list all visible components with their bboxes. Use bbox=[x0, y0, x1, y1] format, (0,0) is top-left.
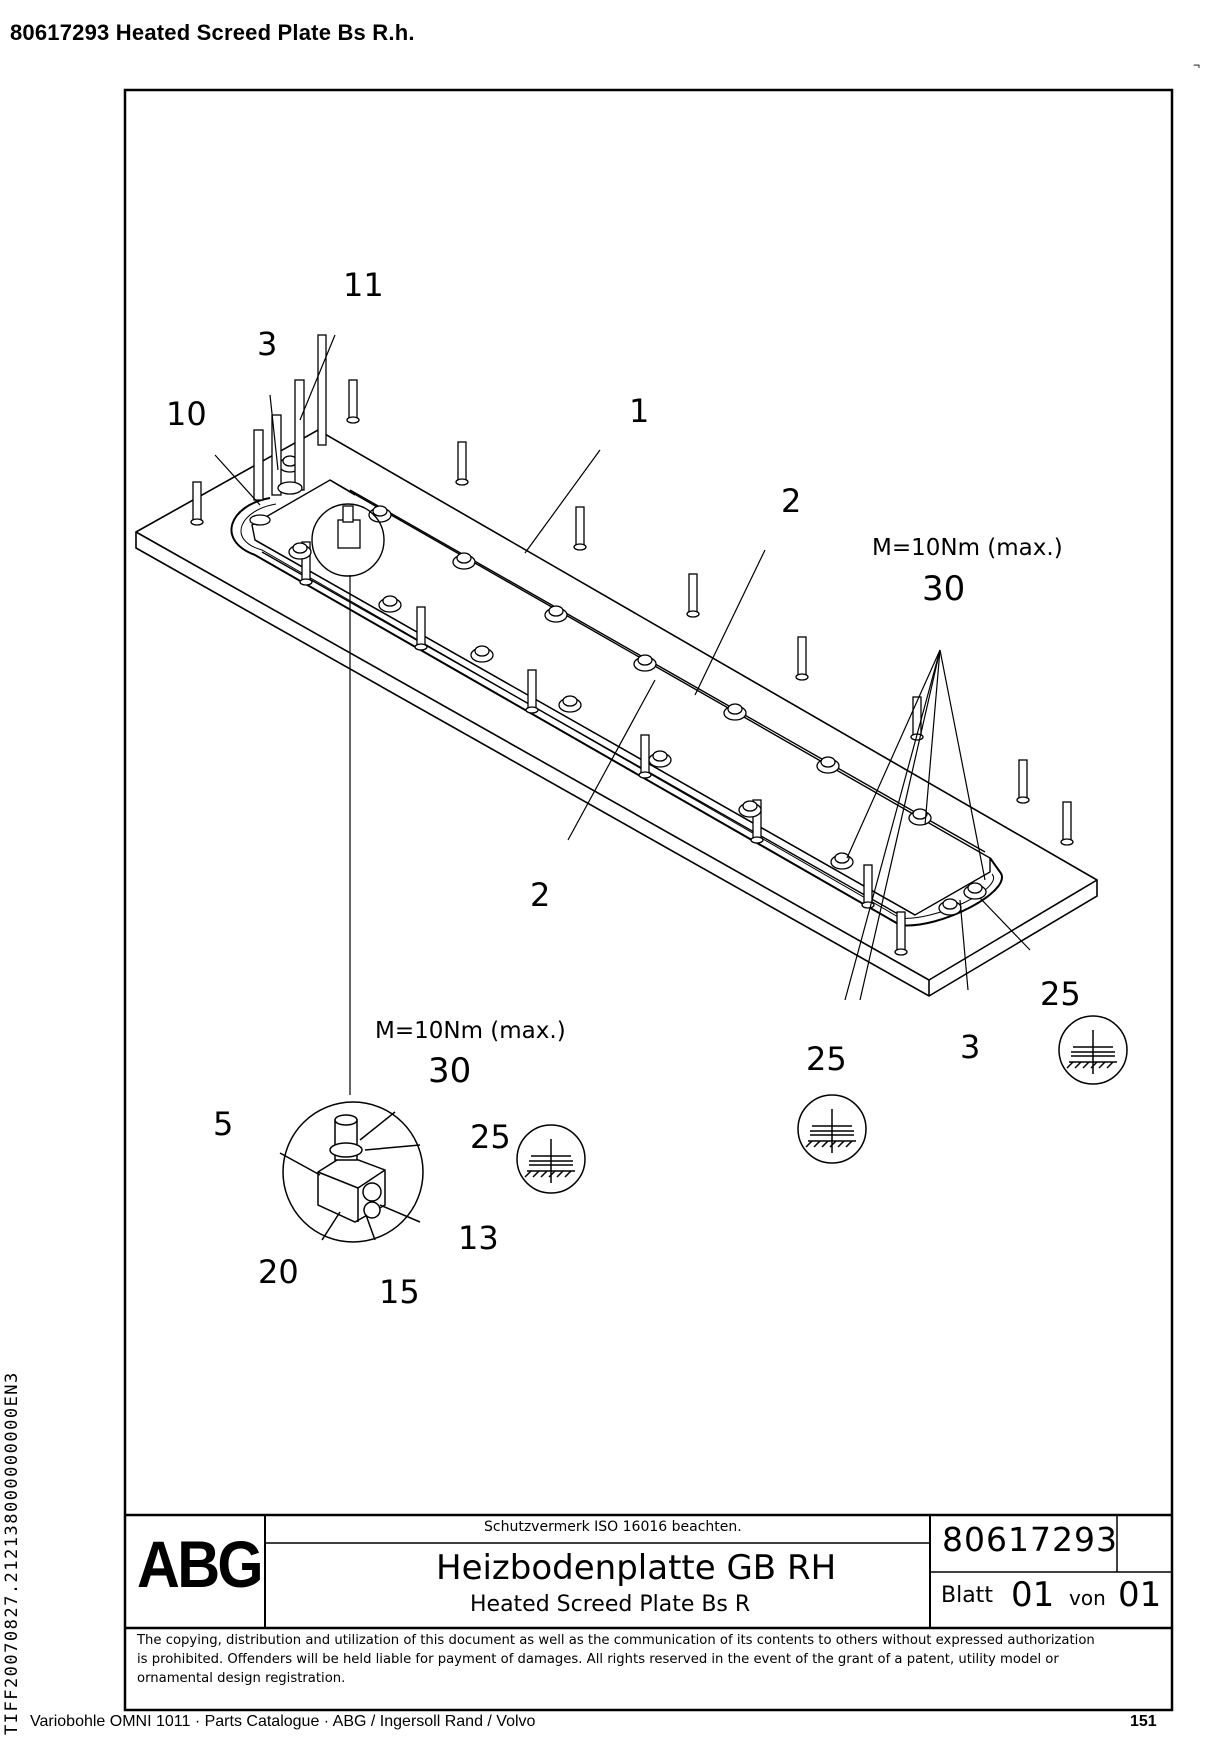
detail-view bbox=[279, 1101, 424, 1243]
nut bbox=[816, 756, 840, 774]
stud bbox=[750, 799, 764, 844]
stud bbox=[190, 481, 204, 526]
title-german: Heizbodenplatte GB RH bbox=[436, 1548, 837, 1588]
callout-11: 11 bbox=[343, 266, 384, 304]
threadlock-symbol bbox=[516, 1124, 586, 1194]
title-block bbox=[125, 1513, 1172, 1630]
torque-callout-left: 30 bbox=[428, 1051, 471, 1091]
stud bbox=[299, 541, 313, 586]
side-code: TIFF20070827.212138000000000EN3 bbox=[2, 1371, 22, 1735]
torque-spec-left: M=10Nm (max.) bbox=[375, 1018, 566, 1044]
callout-1: 1 bbox=[629, 392, 649, 430]
sheet-label: Blatt bbox=[941, 1583, 993, 1608]
studs bbox=[190, 379, 1074, 956]
nut bbox=[648, 750, 672, 768]
nut bbox=[288, 542, 312, 560]
torque-spec-right: M=10Nm (max.) bbox=[872, 535, 1063, 561]
nut bbox=[633, 654, 657, 672]
torque-callout-right: 30 bbox=[922, 569, 965, 609]
leader-lines bbox=[214, 334, 1031, 1095]
stud bbox=[455, 441, 469, 486]
footer-text: Variobohle OMNI 1011 · Parts Catalogue ·… bbox=[30, 1713, 536, 1730]
nut bbox=[558, 695, 582, 713]
stud bbox=[1060, 801, 1074, 846]
drawing-border bbox=[123, 88, 1174, 1712]
nut bbox=[544, 605, 568, 623]
stud bbox=[795, 636, 809, 681]
callout-3: 3 bbox=[257, 325, 277, 363]
corner-mark: ¬ bbox=[1193, 58, 1201, 72]
nut bbox=[452, 552, 476, 570]
callout-20: 20 bbox=[258, 1253, 299, 1291]
callout-25: 25 bbox=[470, 1118, 511, 1156]
stud bbox=[346, 379, 360, 424]
drawing-number: 80617293 bbox=[942, 1520, 1118, 1559]
callout-labels: 11 3 10 1 2 2 3 25 25 25 5 13 20 15 bbox=[166, 266, 1081, 1311]
stud bbox=[686, 573, 700, 618]
nut bbox=[963, 882, 987, 900]
stud bbox=[638, 734, 652, 779]
callout-10: 10 bbox=[166, 395, 207, 433]
callout-13: 13 bbox=[458, 1219, 499, 1257]
terminal-posts bbox=[249, 334, 385, 577]
callout-2: 2 bbox=[530, 876, 550, 914]
stud bbox=[525, 669, 539, 714]
nut bbox=[378, 595, 402, 613]
protection-note: Schutzvermerk ISO 16016 beachten. bbox=[484, 1519, 742, 1535]
sheet-number: 01 bbox=[1011, 1575, 1055, 1615]
stud bbox=[1016, 759, 1030, 804]
nut bbox=[738, 800, 762, 818]
callout-5: 5 bbox=[213, 1105, 233, 1143]
callout-25: 25 bbox=[1040, 975, 1081, 1013]
callout-2: 2 bbox=[781, 482, 801, 520]
page-number: 151 bbox=[1130, 1713, 1157, 1730]
copyright-line-2: is prohibited. Offenders will be held li… bbox=[137, 1652, 1059, 1667]
threadlock-symbol bbox=[516, 1015, 1128, 1194]
title-english: Heated Screed Plate Bs R bbox=[470, 1592, 751, 1617]
stud bbox=[894, 911, 908, 956]
copyright-line-1: The copying, distribution and utilizatio… bbox=[137, 1633, 1095, 1648]
page-title: 80617293 Heated Screed Plate Bs R.h. bbox=[10, 20, 415, 45]
callout-3: 3 bbox=[960, 1028, 980, 1066]
callout-25: 25 bbox=[806, 1040, 847, 1078]
stud bbox=[573, 506, 587, 551]
abg-logo: ABG bbox=[137, 1527, 264, 1601]
threadlock-symbol bbox=[1058, 1015, 1128, 1085]
torque-notes: M=10Nm (max.) 30 M=10Nm (max.) 30 bbox=[375, 535, 1063, 1091]
of-label: von bbox=[1069, 1586, 1106, 1610]
stud bbox=[414, 606, 428, 651]
nut bbox=[723, 703, 747, 721]
nut bbox=[368, 505, 392, 523]
nut bbox=[470, 645, 494, 663]
nut bbox=[830, 852, 854, 870]
threadlock-symbol bbox=[797, 1094, 867, 1164]
copyright-line-3: ornamental design registration. bbox=[137, 1671, 346, 1686]
callout-15: 15 bbox=[379, 1273, 420, 1311]
sheet-total: 01 bbox=[1118, 1575, 1162, 1615]
